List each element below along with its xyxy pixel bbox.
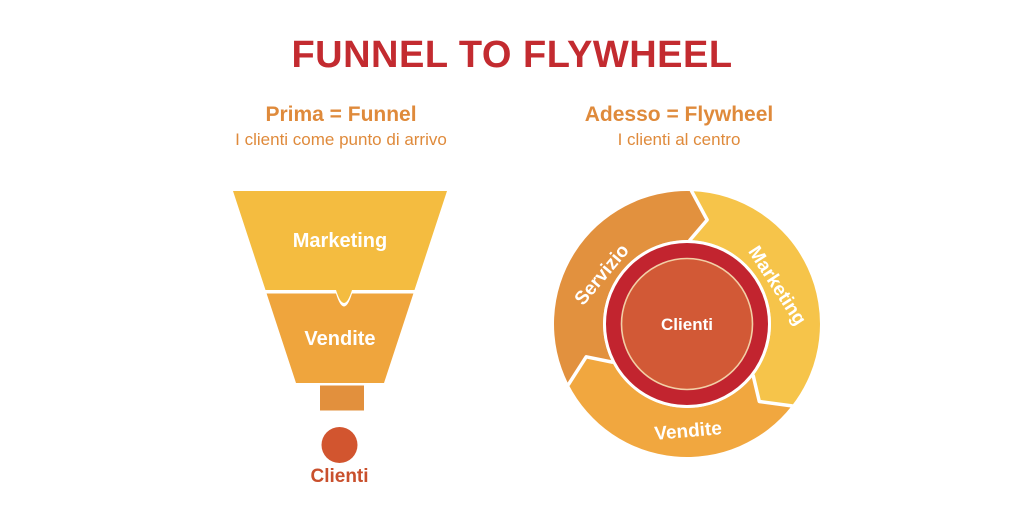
- funnel-clienti-label: Clienti: [310, 466, 368, 487]
- funnel-subheading: I clienti come punto di arrivo: [235, 130, 447, 149]
- flywheel-segment-marketing-shape: [689, 191, 820, 406]
- flywheel-segment-vendite-shape: [568, 356, 792, 458]
- page-title: FUNNEL TO FLYWHEEL: [291, 34, 733, 76]
- funnel-stage-marketing-shape: [233, 191, 447, 303]
- funnel-stage-vendite-shape: [266, 293, 414, 383]
- flywheel-center-circle: [620, 257, 754, 391]
- flywheel-subheading: I clienti al centro: [617, 130, 741, 149]
- funnel-spout: [320, 385, 364, 411]
- funnel-diagram: Marketing Vendite Clienti: [233, 191, 447, 487]
- chevron-seam-left: [566, 355, 614, 387]
- chevron-seam-top: [688, 189, 709, 242]
- clienti-dot: [321, 427, 358, 463]
- funnel-stage-vendite-label: Vendite: [304, 328, 375, 350]
- chevron-seam-bottom-right: [751, 373, 794, 408]
- funnel-stage-marketing-label: Marketing: [293, 230, 387, 252]
- flywheel-clienti-label: Clienti: [661, 315, 713, 334]
- funnel-panel-header: Prima = Funnel I clienti come punto di a…: [156, 103, 526, 150]
- flywheel-segment-servizio-shape: [554, 191, 708, 385]
- flywheel-heading: Adesso = Flywheel: [584, 103, 774, 126]
- funnel-heading: Prima = Funnel: [265, 103, 417, 126]
- flywheel-diagram: Servizio Marketing Vendite Clienti: [554, 189, 820, 458]
- flywheel-panel-header: Adesso = Flywheel I clienti al centro: [494, 103, 864, 150]
